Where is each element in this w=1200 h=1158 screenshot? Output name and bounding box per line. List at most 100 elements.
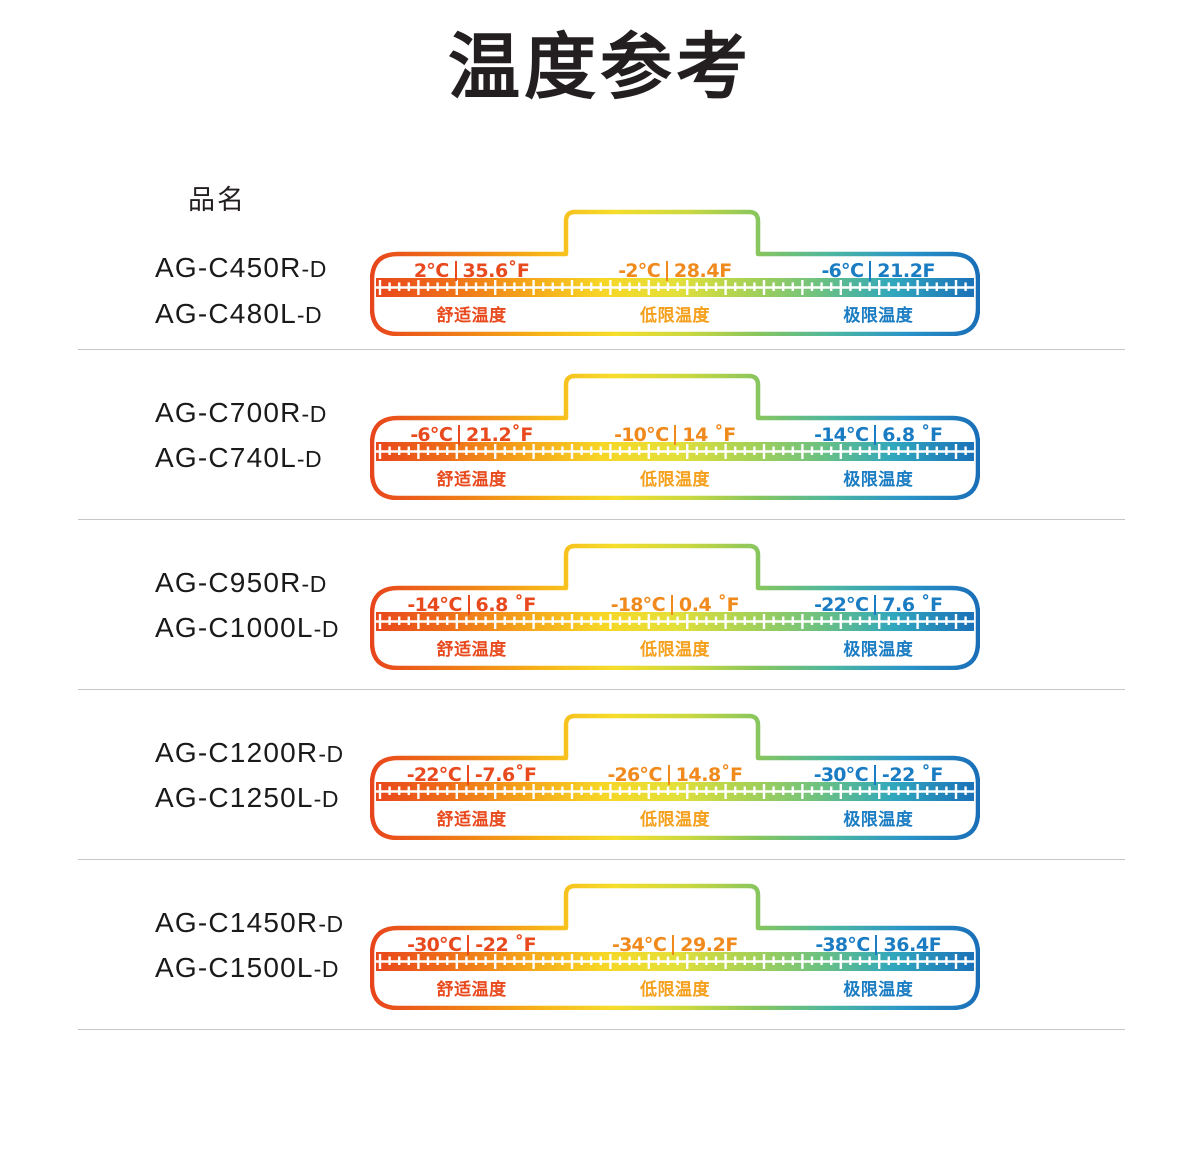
segment-captions: 舒适温度 低限温度 极限温度 — [370, 465, 980, 491]
thermometer-graphic: -6℃ 21.2˚F -10℃ 14 ˚F -14℃ 6.8 ˚F 舒适温度 低… — [370, 370, 980, 501]
thermometer-shape — [370, 710, 980, 841]
product-model: AG-C740L — [155, 442, 297, 474]
separator-bar — [667, 765, 670, 786]
limit-fahrenheit: 0.4 ˚F — [678, 594, 740, 617]
segment-captions: 舒适温度 低限温度 极限温度 — [370, 975, 980, 1001]
temperature-comfort: -22℃ -7.6˚F — [370, 760, 573, 790]
ruler-band — [376, 782, 974, 802]
list-item: AG-C950R-D — [155, 560, 360, 605]
thermometer-svg — [370, 543, 980, 671]
product-name-cell: AG-C700R-D AG-C740L-D — [0, 390, 360, 481]
product-model: AG-C480L — [155, 297, 297, 329]
row-divider — [78, 519, 1125, 521]
product-model: AG-C1250L — [155, 782, 314, 814]
product-model-suffix: -D — [318, 910, 344, 937]
thermometer-graphic: 2℃ 35.6˚F -2℃ 28.4F -6℃ 21.2F 舒适温度 低限温度 — [370, 206, 980, 337]
extreme-fahrenheit: 6.8 ˚F — [882, 424, 943, 447]
row-divider — [78, 859, 1125, 861]
caption-extreme: 极限温度 — [843, 810, 914, 831]
thermometer-shape — [370, 540, 980, 671]
temperature-labels: -30℃ -22 ˚F -34℃ 29.2F -38℃ 36.4F — [370, 930, 980, 960]
column-header-product-name: 品名 — [188, 185, 246, 216]
temperature-comfort: 2℃ 35.6˚F — [370, 256, 573, 286]
list-item: AG-C1000L-D — [155, 605, 360, 650]
product-model: AG-C950R — [155, 566, 302, 598]
temperature-labels: 2℃ 35.6˚F -2℃ 28.4F -6℃ 21.2F — [370, 256, 980, 286]
product-model: AG-C1200R — [155, 736, 319, 768]
product-name-cell: AG-C1450R-D AG-C1500L-D — [0, 900, 360, 991]
temperature-limit: -18℃ 0.4 ˚F — [573, 590, 776, 620]
comfort-fahrenheit: -22 ˚F — [475, 934, 537, 957]
product-model-suffix: -D — [313, 786, 339, 813]
extreme-celsius: -22℃ — [814, 594, 869, 617]
caption-comfort: 舒适温度 — [436, 306, 507, 327]
caption-limit: 低限温度 — [639, 980, 710, 1001]
separator-bar — [874, 595, 877, 616]
temperature-extreme: -14℃ 6.8 ˚F — [777, 420, 980, 450]
ruler-band — [376, 442, 974, 462]
caption-limit: 低限温度 — [639, 470, 710, 491]
list-item: AG-C700R-D — [155, 390, 360, 435]
ruler-band — [376, 612, 974, 632]
comfort-fahrenheit: 35.6˚F — [462, 260, 530, 283]
table-row: AG-C450R-D AG-C480L-D — [0, 145, 1200, 351]
thermometer-svg — [370, 883, 980, 1011]
list-item: AG-C1450R-D — [155, 900, 360, 945]
separator-bar — [454, 261, 457, 282]
limit-fahrenheit: 14 ˚F — [682, 424, 736, 447]
product-model-suffix: -D — [301, 400, 327, 427]
table-row: AG-C700R-D AG-C740L-D — [0, 350, 1200, 521]
table-row: AG-C1200R-D AG-C1250L-D — [0, 690, 1200, 861]
product-model: AG-C1450R — [155, 906, 319, 938]
comfort-celsius: -14℃ — [407, 594, 462, 617]
product-name-cell: AG-C950R-D AG-C1000L-D — [0, 560, 360, 651]
caption-limit: 低限温度 — [639, 306, 710, 327]
list-item: AG-C1200R-D — [155, 730, 360, 775]
extreme-celsius: -38℃ — [815, 934, 870, 957]
row-divider — [78, 1029, 1125, 1031]
extreme-celsius: -30℃ — [813, 764, 869, 787]
temperature-labels: -14℃ 6.8 ˚F -18℃ 0.4 ˚F -22℃ 7.6 ˚F — [370, 590, 980, 620]
extreme-celsius: -6℃ — [821, 260, 865, 283]
caption-extreme: 极限温度 — [843, 306, 914, 327]
product-model: AG-C1500L — [155, 952, 314, 984]
ruler-band — [376, 952, 974, 972]
product-model: AG-C450R — [155, 252, 302, 284]
temperature-extreme: -22℃ 7.6 ˚F — [777, 590, 980, 620]
limit-celsius: -26℃ — [607, 764, 662, 787]
temperature-labels: -6℃ 21.2˚F -10℃ 14 ˚F -14℃ 6.8 ˚F — [370, 420, 980, 450]
extreme-celsius: -14℃ — [814, 424, 869, 447]
separator-bar — [674, 425, 677, 446]
temperature-extreme: -38℃ 36.4F — [777, 930, 980, 960]
temperature-limit: -10℃ 14 ˚F — [573, 420, 776, 450]
thermometer-svg — [370, 713, 980, 841]
limit-celsius: -34℃ — [611, 934, 667, 957]
product-model-suffix: -D — [296, 446, 323, 473]
comfort-celsius: -22℃ — [406, 764, 462, 787]
row-divider — [78, 349, 1125, 351]
caption-comfort: 舒适温度 — [436, 980, 507, 1001]
product-model-suffix: -D — [301, 256, 327, 283]
list-item: AG-C1500L-D — [155, 945, 360, 990]
product-model-suffix: -D — [296, 301, 323, 328]
product-name-cell: AG-C450R-D AG-C480L-D — [0, 245, 360, 336]
caption-comfort: 舒适温度 — [436, 470, 507, 491]
limit-celsius: -18℃ — [610, 594, 666, 617]
comfort-celsius: 2℃ — [413, 260, 449, 283]
limit-fahrenheit: 29.2F — [680, 934, 738, 957]
caption-extreme: 极限温度 — [843, 640, 914, 661]
caption-extreme: 极限温度 — [843, 980, 914, 1001]
temperature-comfort: -6℃ 21.2˚F — [370, 420, 573, 450]
separator-bar — [467, 595, 470, 616]
extreme-fahrenheit: 7.6 ˚F — [882, 594, 943, 617]
separator-bar — [466, 765, 469, 786]
limit-fahrenheit: 28.4F — [673, 260, 732, 283]
temperature-limit: -26℃ 14.8˚F — [573, 760, 776, 790]
temperature-extreme: -30℃ -22 ˚F — [777, 760, 980, 790]
segment-captions: 舒适温度 低限温度 极限温度 — [370, 805, 980, 831]
table-row: AG-C1450R-D AG-C1500L-D — [0, 860, 1200, 1031]
ruler-band — [376, 278, 974, 298]
product-model-suffix: -D — [301, 570, 327, 597]
page-title: 温度参考 — [447, 25, 752, 109]
thermometer-outline — [370, 543, 980, 671]
